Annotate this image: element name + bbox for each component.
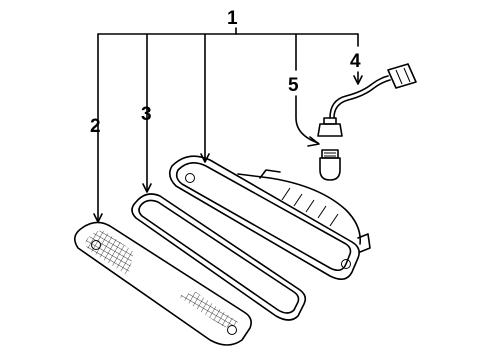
lens-icon (74, 221, 252, 346)
housing-assembly-icon (168, 155, 371, 280)
gasket-icon (131, 193, 307, 321)
callout-1-label: 1 (227, 8, 238, 29)
callout-5-label: 5 (288, 75, 299, 96)
leader-lines (93, 27, 363, 223)
bulb-icon (319, 149, 341, 181)
callout-4-label: 4 (350, 51, 361, 72)
socket-wire-icon (317, 63, 417, 137)
callout-2-label: 2 (90, 116, 101, 137)
